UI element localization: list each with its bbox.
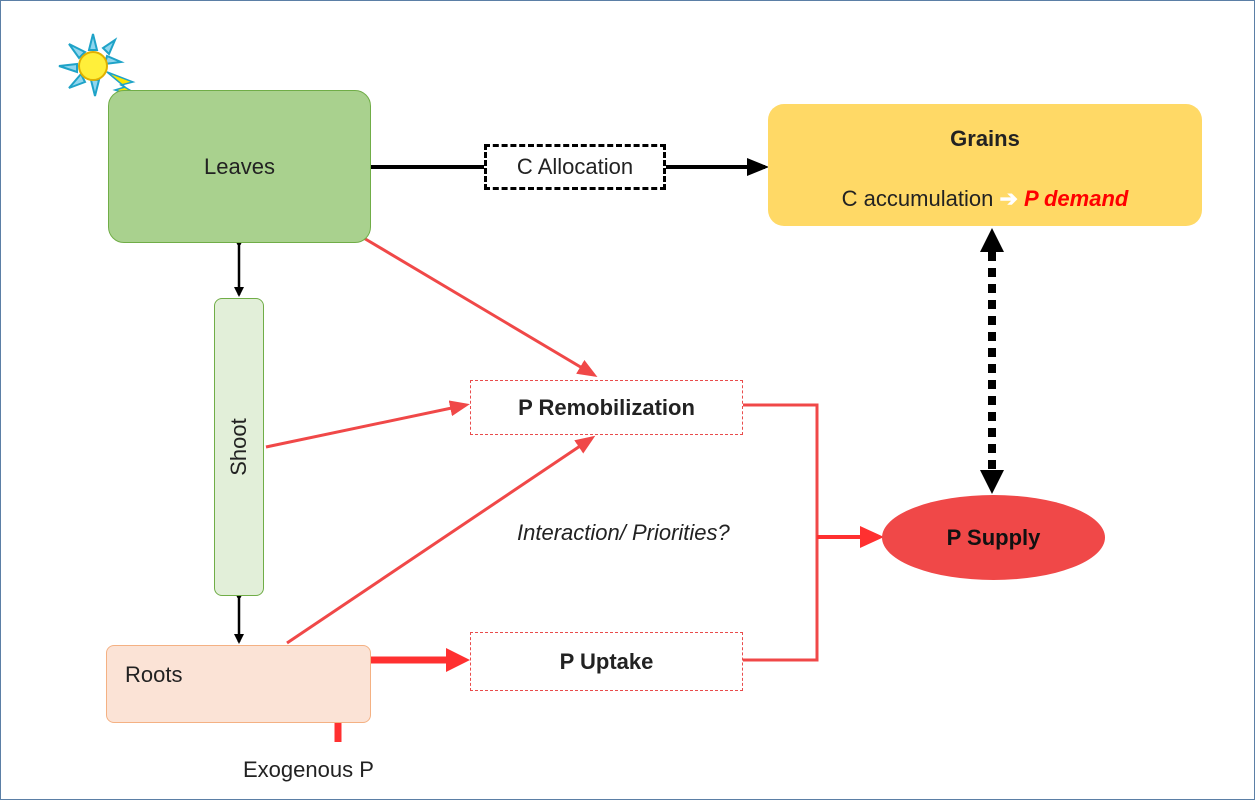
grains-demand-text: P demand	[1024, 186, 1129, 211]
arrowhead-uptake	[446, 648, 470, 672]
p-supply-node: P Supply	[882, 495, 1105, 580]
roots-label: Roots	[125, 662, 183, 687]
grains-title: Grains	[950, 126, 1020, 151]
sun-icon	[58, 33, 148, 101]
roots-node: Roots	[106, 645, 371, 723]
grains-node: Grains C accumulation ➔ P demand	[768, 104, 1202, 226]
arrowhead-psupply-down	[980, 470, 1004, 494]
arrow-roots-premob	[286, 435, 596, 645]
leaves-node: Leaves	[108, 90, 371, 243]
shoot-label: Shoot	[226, 418, 251, 476]
shoot-node: Shoot	[214, 298, 264, 596]
exogenous-p-label: Exogenous P	[243, 757, 374, 782]
arrow-leaves-premob	[361, 235, 598, 378]
grains-accumulation-text: C accumulation	[841, 186, 994, 211]
c-allocation-node: C Allocation	[484, 144, 666, 190]
grains-description: C accumulation ➔ P demand	[842, 186, 1129, 212]
p-uptake-label: P Uptake	[559, 648, 654, 674]
c-allocation-label: C Allocation	[516, 154, 634, 179]
leaves-label: Leaves	[204, 153, 275, 179]
p-uptake-node: P Uptake	[470, 632, 743, 691]
arrowhead-grains-up	[980, 228, 1004, 252]
grains-arrow-glyph: ➔	[999, 186, 1018, 211]
interaction-label: Interaction/ Priorities?	[517, 520, 730, 545]
flow-premob-merge	[743, 403, 819, 662]
p-remobilization-node: P Remobilization	[470, 380, 743, 435]
p-supply-label: P Supply	[946, 524, 1041, 550]
arrow-shoot-premob	[265, 400, 470, 449]
p-remobilization-label: P Remobilization	[518, 394, 695, 420]
